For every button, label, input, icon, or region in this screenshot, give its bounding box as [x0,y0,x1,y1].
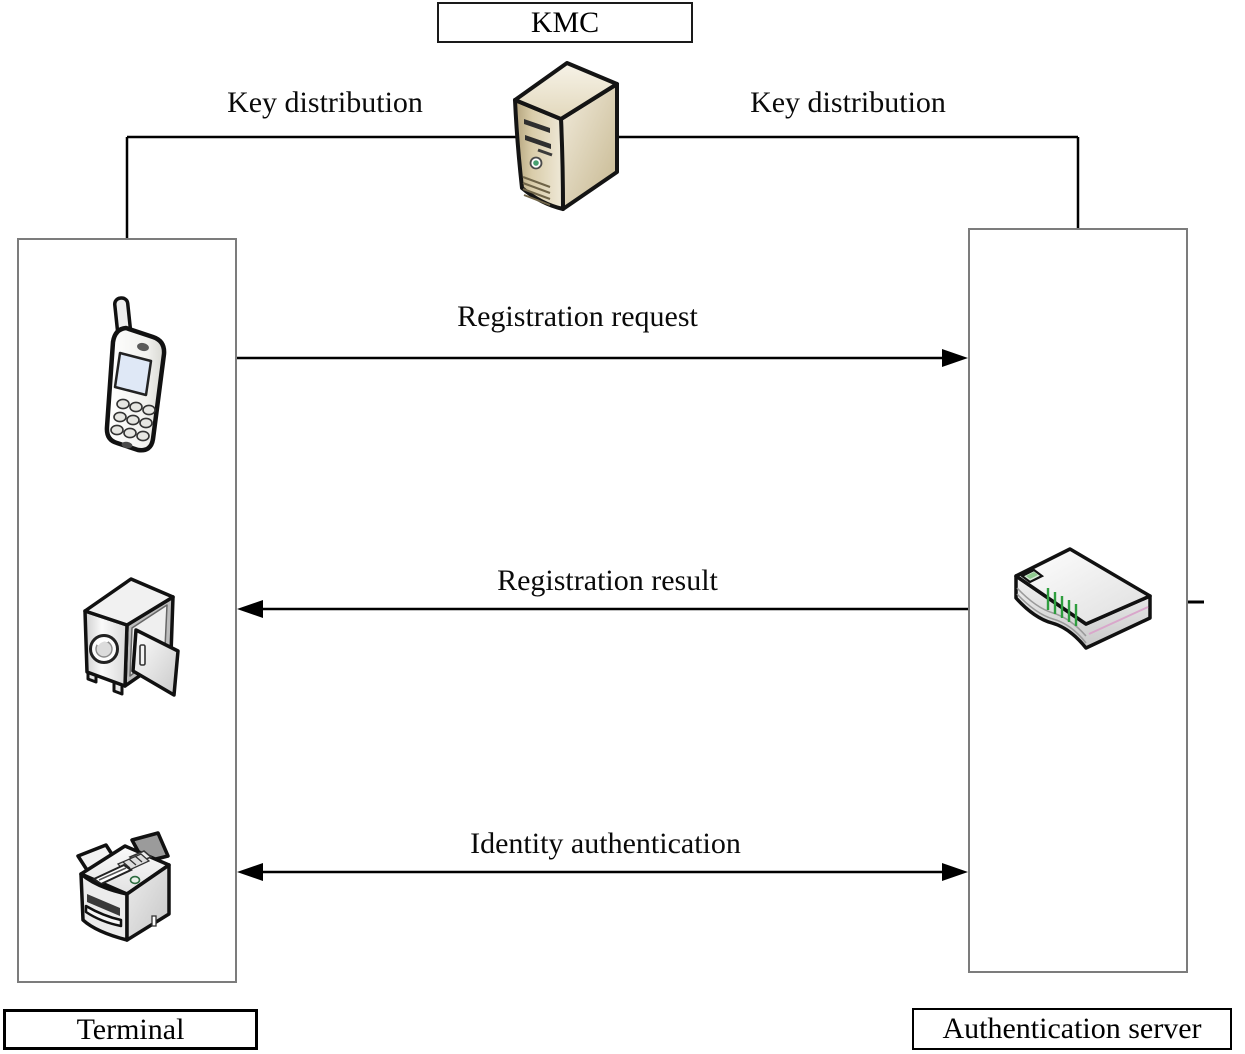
key-distribution-right-label: Key distribution [750,86,946,119]
router-front [1014,574,1152,650]
router-pink-stripe [1088,606,1149,635]
identity-authentication-label: Identity authentication [470,827,741,860]
key-distribution-left-label: Key distribution [227,86,423,119]
safe-door-handle [139,644,146,666]
safe-icon [83,577,180,697]
tower-drive-slot-2 [525,135,551,149]
kmc-box: KMC [437,2,693,43]
terminal-container-box [17,238,237,983]
identity-authentication-arrow [237,863,968,881]
printer-output-slot [87,894,120,916]
kmc-label: KMC [530,5,600,39]
registration-request-label: Registration request [457,300,698,333]
phone-screen [113,351,153,397]
fax-printer-icon [76,831,171,942]
tower-drive-slot-1 [524,119,550,133]
printer-handle [84,904,123,928]
registration-result-arrow [237,600,968,618]
auth-server-label: Authentication server [942,1012,1202,1045]
phone-keypad [110,398,156,442]
auth-server-name-box: Authentication server [912,1008,1232,1050]
terminal-label: Terminal [76,1012,185,1046]
auth-server-container-box [968,228,1188,973]
registration-result-label: Registration result [497,564,718,597]
router-icon [1014,547,1152,650]
registration-request-arrow [237,349,968,367]
server-tower-icon [513,61,619,211]
router-led-ticks [1046,588,1078,626]
printer-indicator-light [129,875,141,885]
terminal-name-box: Terminal [3,1009,258,1050]
mobile-phone-icon [104,296,167,453]
